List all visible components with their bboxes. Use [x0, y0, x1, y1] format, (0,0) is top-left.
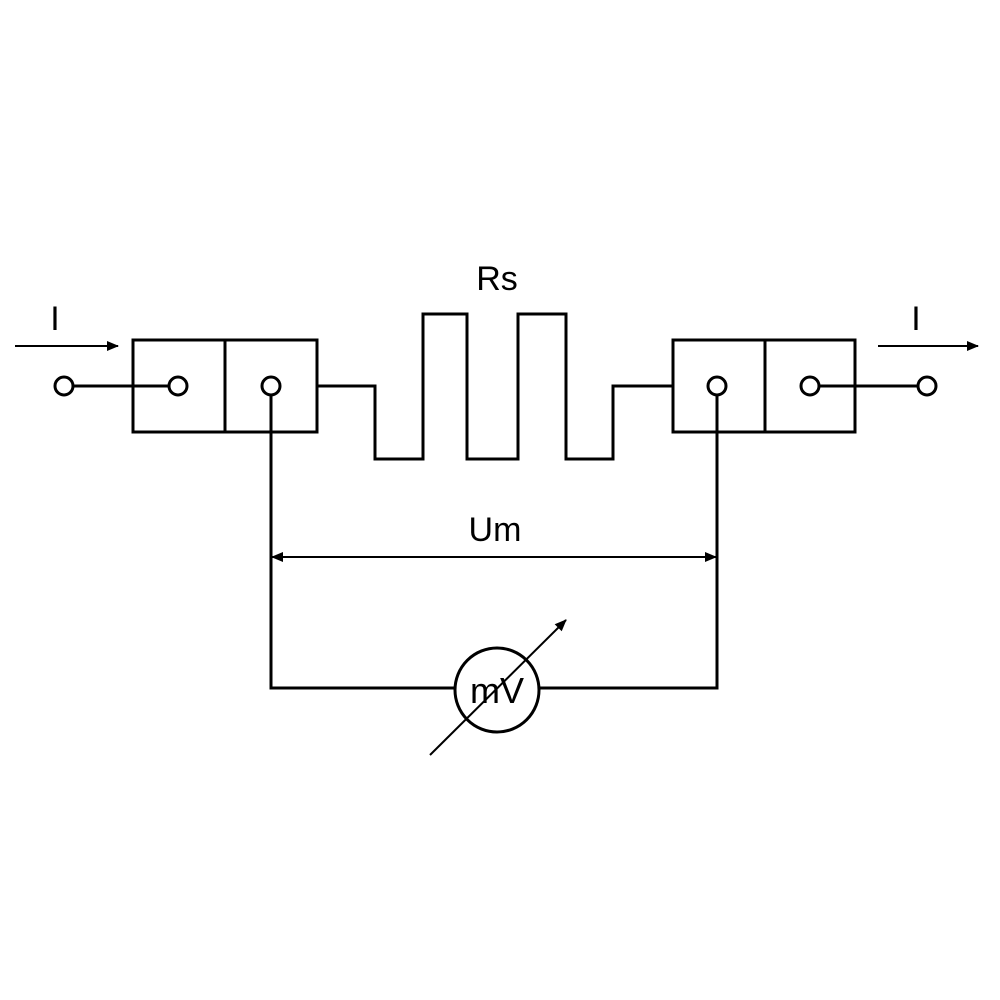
right-sense-lead — [537, 394, 719, 690]
left-current-contact — [167, 375, 189, 397]
left-voltage-contact — [260, 375, 282, 397]
input-terminal — [53, 375, 75, 397]
resistor-rs — [315, 312, 675, 461]
millivoltmeter: mV — [429, 619, 567, 756]
voltage-label: Um — [469, 511, 522, 549]
meter-label: mV — [470, 670, 524, 711]
meter-circle — [453, 646, 541, 734]
meter-adjust-arrow — [429, 619, 567, 756]
output-terminal — [916, 375, 938, 397]
resistor-label: Rs — [476, 260, 518, 298]
left-sense-lead — [269, 394, 457, 690]
right-current-contact — [799, 375, 821, 397]
current-out-label: I — [911, 300, 920, 338]
right-voltage-contact — [706, 375, 728, 397]
current-in-label: I — [50, 300, 59, 338]
